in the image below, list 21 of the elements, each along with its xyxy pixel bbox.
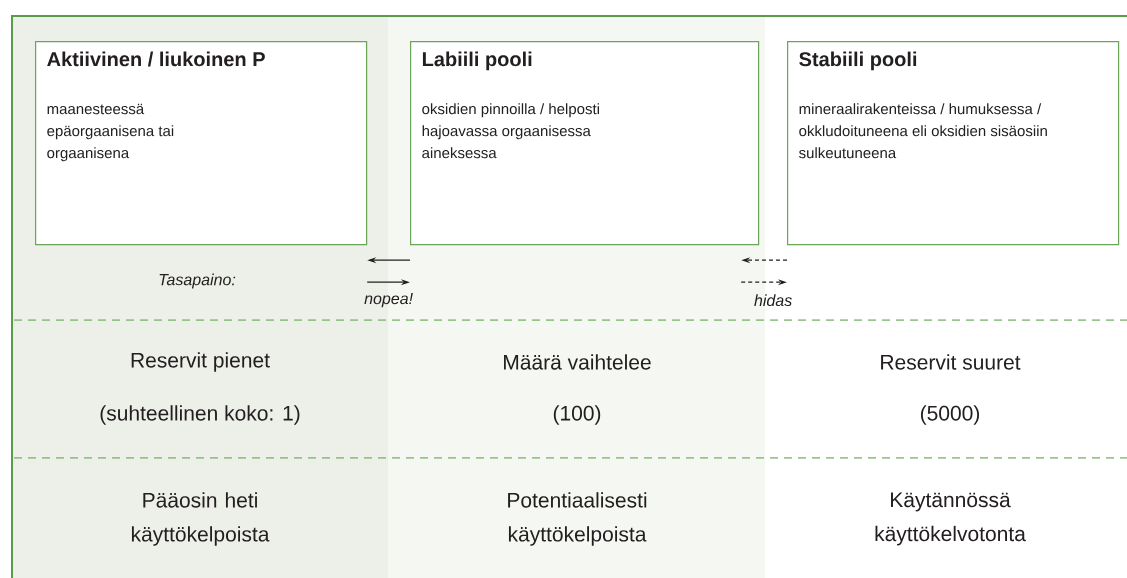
- box-heading: Aktiivinen / liukoinen P: [47, 51, 265, 67]
- box-heading: Stabiili pooli: [799, 51, 917, 71]
- box-body: oksidien pinnoilla / helposti hajoavassa orgaanisessa aineksessa: [422, 103, 599, 159]
- row-text: Reservit pienet: [131, 352, 270, 372]
- text-box: [410, 41, 760, 246]
- row-text: Määrä vaihtelee: [504, 354, 651, 370]
- row-text: (5000): [920, 405, 980, 425]
- edge-label: nopea!: [364, 293, 413, 308]
- row-text: Pääosin heti käyttökelpoista: [131, 492, 270, 546]
- box-heading: Labiili pooli: [422, 51, 532, 71]
- row-text: Reservit suuret: [881, 354, 1021, 370]
- box-body: mineraalirakenteissa / humuksessa / okkludoituneena eli oksidien sisäosiin sulkeutuneena: [799, 103, 1047, 159]
- row-text: (suhteellinen koko: 1): [100, 405, 300, 425]
- text-box: [787, 41, 1120, 246]
- caption-text: Tasapaino:: [159, 273, 236, 289]
- text-box: [35, 41, 368, 246]
- box-body: maanesteessä epäorgaanisena tai orgaanisena: [47, 103, 174, 162]
- edge-label: hidas: [754, 294, 792, 307]
- row-text: Käytännössä käyttökelvotonta: [875, 492, 1026, 546]
- row-text: Potentiaalisesti käyttökelpoista: [508, 492, 647, 546]
- row-text: (100): [553, 405, 601, 425]
